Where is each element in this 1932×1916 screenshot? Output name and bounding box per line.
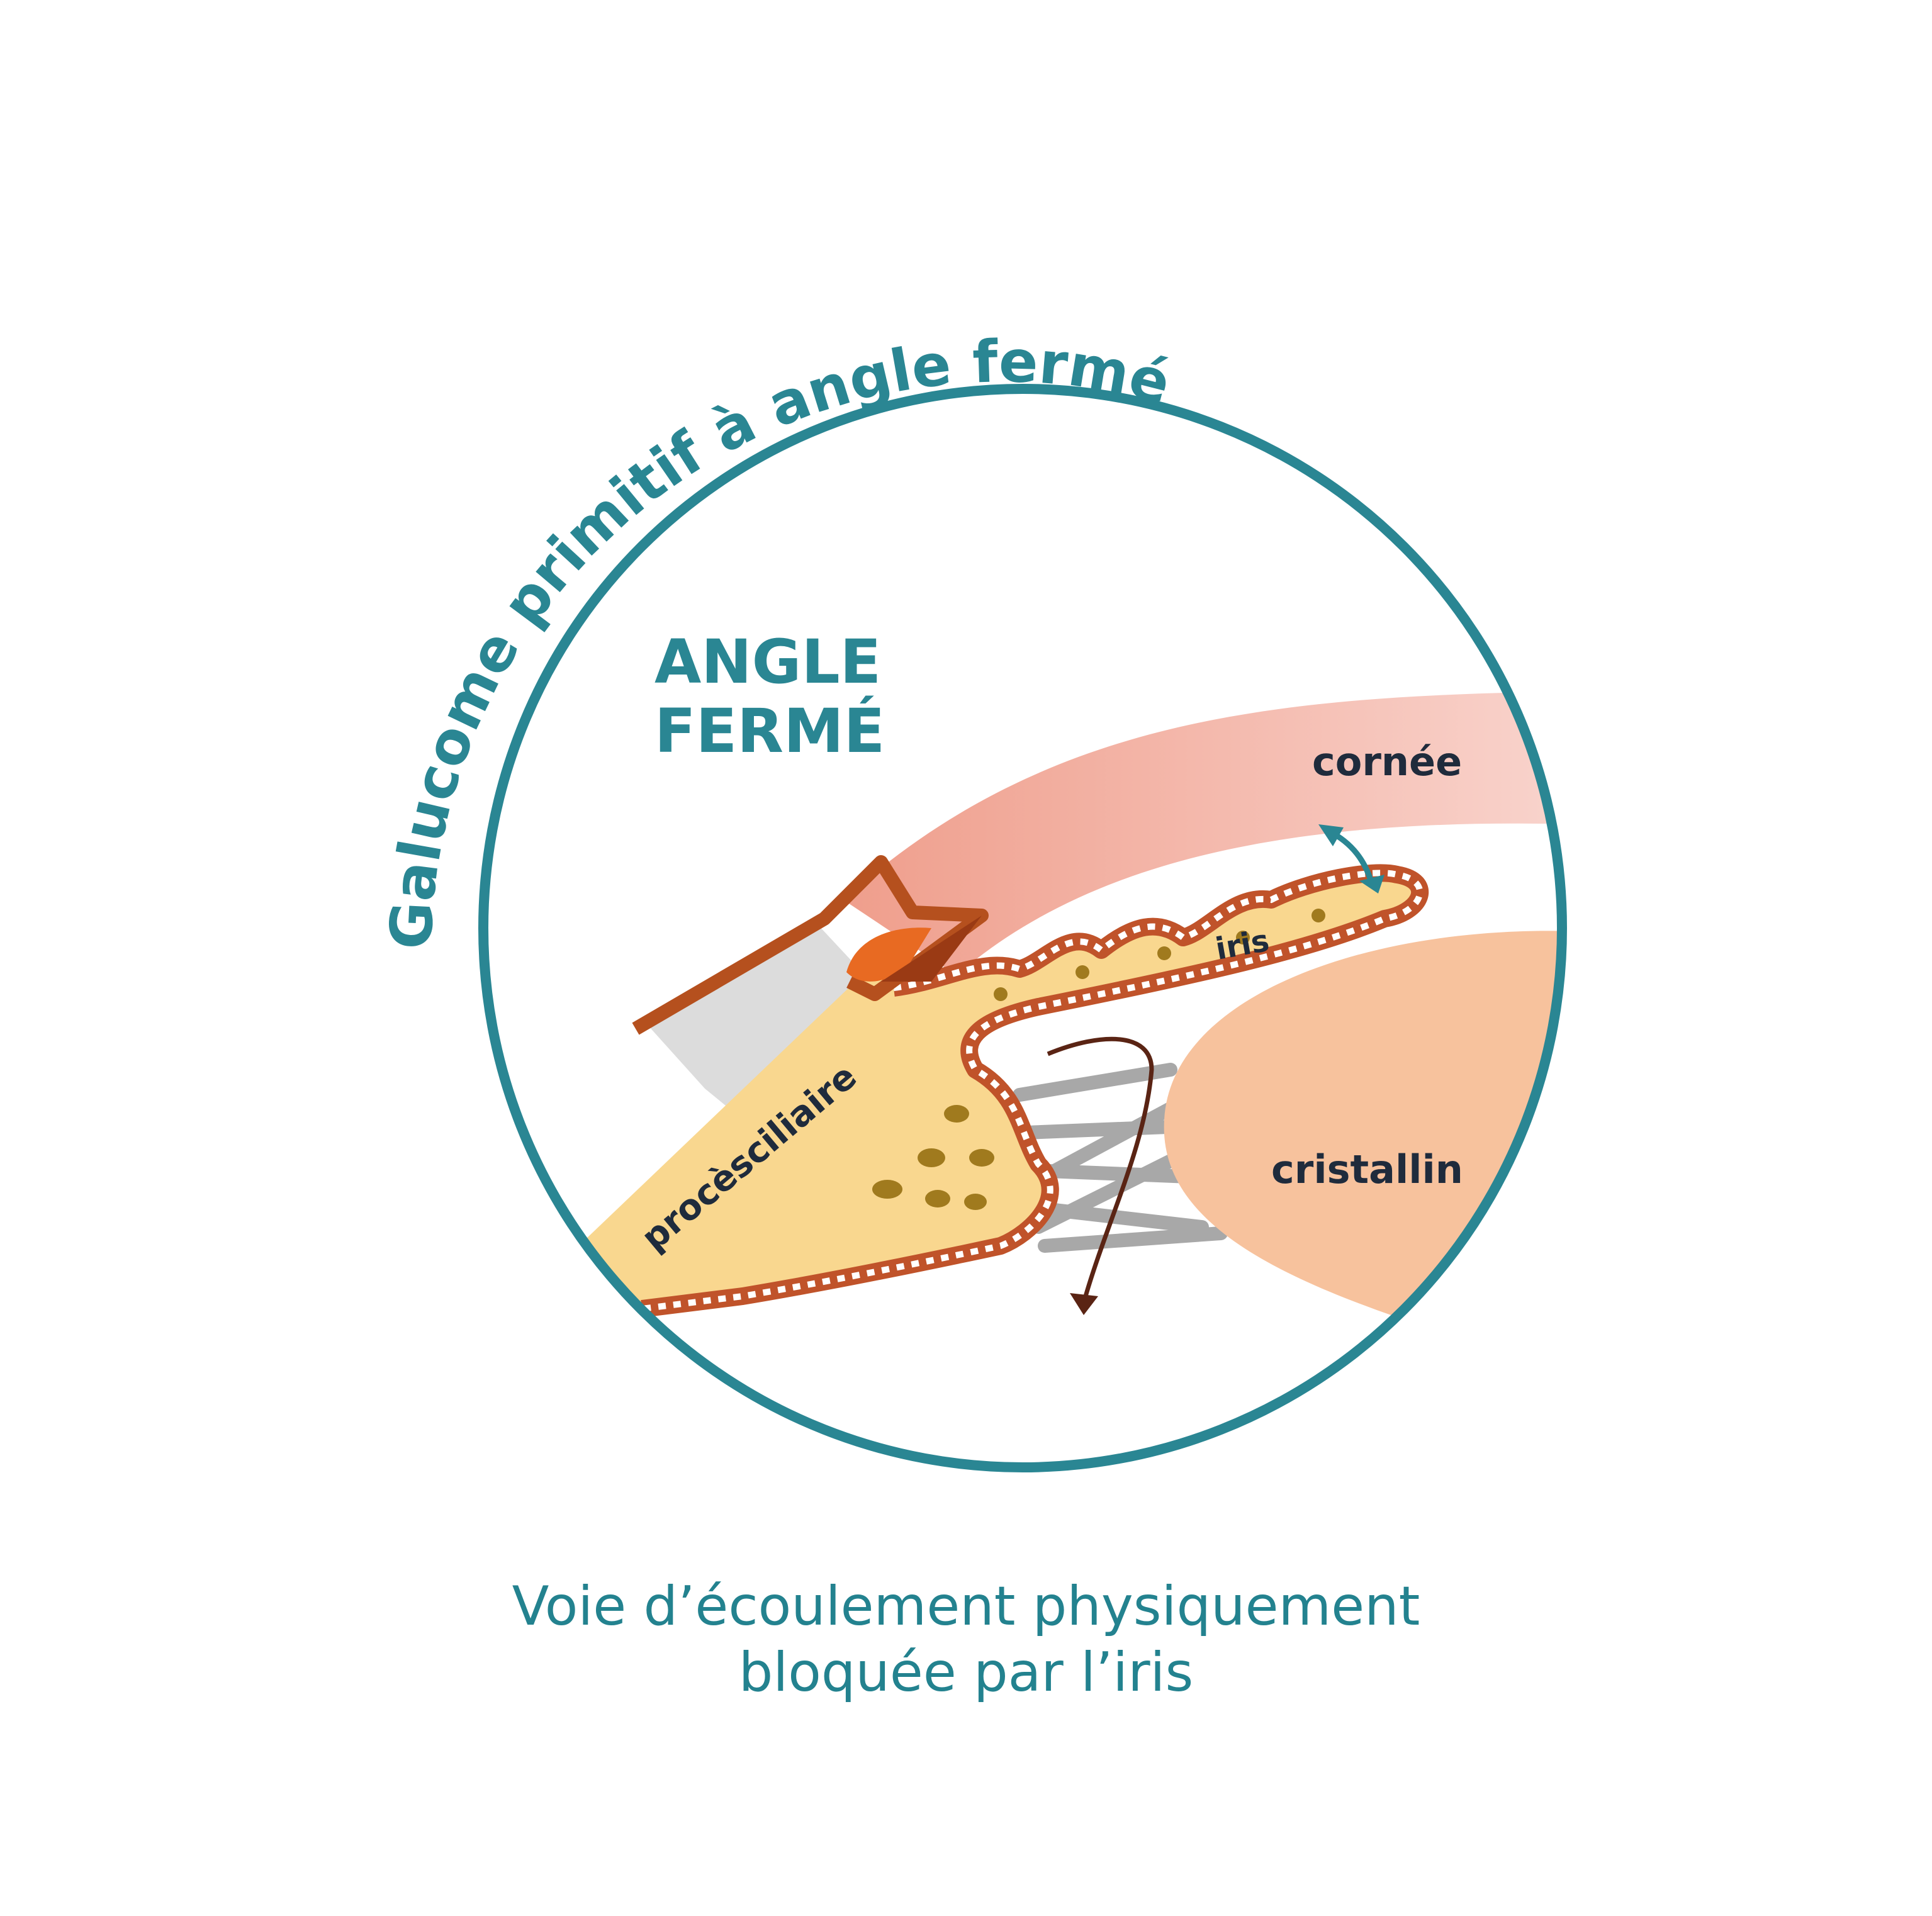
schlemm-canal [846, 927, 931, 982]
flow-arrow [1047, 1036, 1154, 1297]
heading-line1: ANGLE [654, 627, 881, 697]
cornea-shape [843, 692, 1562, 975]
trabecular-meshwork [648, 925, 906, 1145]
schlemm-canal-outline [632, 855, 989, 1035]
outer-ring [478, 384, 1567, 1472]
scleral-spur [881, 916, 982, 982]
iris-border [641, 864, 1429, 1318]
pigment-dots [872, 909, 1325, 1210]
chamber-arrow-head-bottom [1359, 875, 1384, 894]
label-lens: cristallin [1271, 1146, 1463, 1192]
caption-line2: bloquée par l’iris [738, 1641, 1194, 1704]
label-cornea: cornée [1312, 739, 1462, 785]
caption-line1: Voie d’écoulement physiquement [512, 1575, 1420, 1638]
anatomy-group [585, 692, 1562, 1384]
heading-line2: FERMÉ [654, 695, 885, 766]
flow-arrow-head [1070, 1293, 1098, 1315]
chamber-arrow-head-top [1318, 824, 1344, 846]
